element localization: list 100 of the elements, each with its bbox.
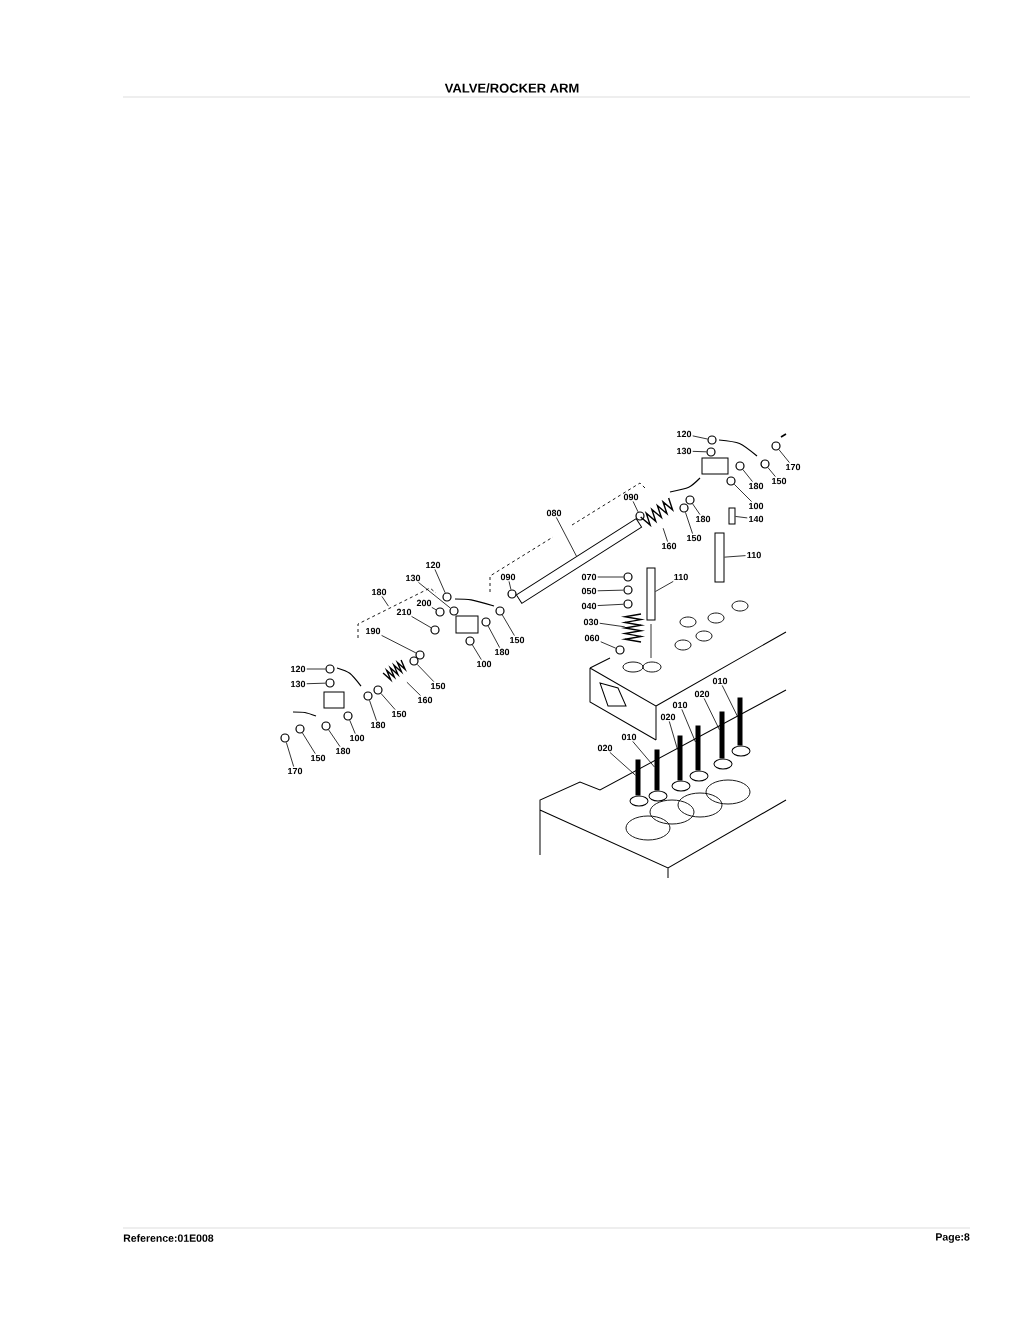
callout-number: 140 [749, 515, 764, 523]
rod-part [719, 711, 725, 759]
leader-line [600, 641, 617, 649]
washer-part [363, 691, 373, 701]
washer-part [679, 503, 689, 513]
washer-part [435, 607, 445, 617]
leader-line [662, 527, 668, 542]
leader-line [668, 721, 678, 750]
washer-part [615, 645, 625, 655]
rod-part [695, 725, 701, 771]
callout-number: 030 [583, 618, 599, 626]
spring-part [639, 497, 674, 528]
washer-part [409, 656, 419, 666]
leader-line [431, 607, 437, 611]
callout-number: 180 [336, 747, 351, 755]
leader-line [655, 581, 674, 592]
callout-number: 020 [597, 744, 613, 752]
leader-line [742, 469, 753, 482]
leader-line [411, 616, 432, 629]
washer-part [465, 636, 475, 646]
callout-number: 060 [584, 634, 600, 642]
leader-line [381, 596, 389, 607]
spring-part [382, 659, 408, 683]
callout-number: 040 [581, 602, 597, 610]
washer-part [635, 511, 645, 521]
callout-number: 010 [621, 733, 637, 741]
callout-number: 180 [696, 515, 711, 523]
callout-number: 090 [500, 573, 516, 581]
leader-line [472, 644, 482, 660]
washer-part [771, 441, 781, 451]
leader-line [609, 752, 636, 776]
callout-number: 130 [406, 574, 421, 582]
callout-number: 120 [426, 561, 441, 569]
callout-number: 100 [350, 734, 365, 742]
leader-line [285, 742, 295, 767]
callout-number: 120 [291, 665, 306, 673]
leader-line [418, 582, 451, 609]
callout-number: 050 [581, 587, 597, 595]
callout-number: 180 [372, 588, 387, 596]
callout-number: 150 [311, 754, 326, 762]
callout-number: 100 [477, 660, 492, 668]
leader-line [692, 503, 701, 515]
footer-text: Page:8 [936, 1233, 970, 1243]
callout-number: 150 [772, 477, 787, 485]
leader-line [685, 511, 693, 534]
leader-line [501, 614, 515, 636]
callout-number: 070 [581, 573, 597, 581]
leader-line [735, 516, 748, 519]
leader-line [733, 483, 752, 502]
leader-line [306, 668, 326, 670]
leader-line [416, 663, 435, 682]
callout-number: 020 [660, 713, 676, 721]
shaft-part [515, 518, 643, 604]
washer-part [430, 625, 440, 635]
callout-number: 120 [677, 430, 692, 438]
washer-part [735, 461, 745, 471]
washer-part [685, 495, 695, 505]
leader-line [632, 741, 655, 768]
rod-part [635, 759, 641, 796]
washer-part [343, 711, 353, 721]
leader-line [306, 682, 326, 685]
leader-line [369, 699, 377, 721]
leader-line [681, 709, 696, 743]
washer-part [507, 589, 517, 599]
callout-number: 210 [396, 608, 412, 616]
washer-part [623, 572, 633, 582]
washer-part [623, 599, 633, 609]
rod-part [714, 532, 725, 583]
rod-part [654, 749, 660, 791]
callout-number: 170 [786, 463, 801, 471]
washer-part [623, 585, 633, 595]
leader-line [328, 729, 341, 747]
washer-part [706, 447, 716, 457]
washer-part [325, 678, 335, 688]
washer-part [280, 733, 290, 743]
rod-part [677, 735, 683, 781]
callout-number: 180 [495, 648, 510, 656]
callout-number: 130 [291, 680, 306, 688]
callout-number: 150 [687, 534, 702, 542]
callout-number: 180 [371, 721, 386, 729]
rod-part [737, 697, 743, 746]
washer-part [442, 592, 452, 602]
callout-number: 150 [392, 710, 407, 718]
callout-number: 150 [510, 636, 525, 644]
leader-line [381, 635, 417, 654]
callout-number: 010 [672, 701, 688, 709]
callout-number: 190 [366, 627, 381, 635]
callout-number: 160 [662, 542, 677, 550]
leader-line [778, 449, 790, 463]
callout-number: 130 [677, 447, 692, 455]
leader-line [302, 732, 316, 754]
callout-number: 170 [288, 767, 303, 775]
callout-number: 150 [431, 682, 446, 690]
leader-line [349, 719, 356, 734]
callout-number: 110 [747, 551, 761, 559]
washer-part [321, 721, 331, 731]
leader-line [597, 603, 624, 606]
callout-number: 180 [749, 482, 764, 490]
leader-line [692, 435, 708, 440]
leader-line [380, 693, 396, 710]
